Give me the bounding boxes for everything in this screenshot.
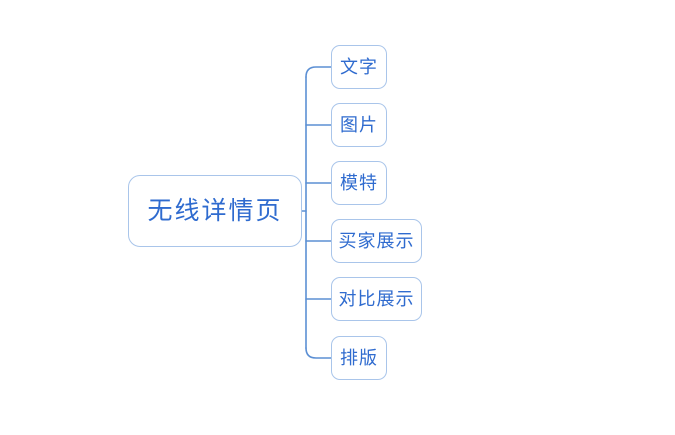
child-node-3[interactable]: 买家展示 (331, 219, 422, 263)
child-node-label: 对比展示 (338, 289, 415, 309)
child-node-label: 买家展示 (338, 231, 415, 251)
child-node-1[interactable]: 图片 (331, 103, 387, 147)
child-node-label: 排版 (340, 348, 378, 368)
child-node-label: 图片 (340, 115, 378, 135)
child-node-0[interactable]: 文字 (331, 45, 387, 89)
child-node-5[interactable]: 排版 (331, 336, 387, 380)
root-node[interactable]: 无线详情页 (128, 175, 302, 247)
root-node-label: 无线详情页 (147, 197, 283, 225)
child-node-label: 文字 (340, 57, 378, 77)
child-node-label: 模特 (340, 173, 378, 193)
child-node-4[interactable]: 对比展示 (331, 277, 422, 321)
child-node-2[interactable]: 模特 (331, 161, 387, 205)
